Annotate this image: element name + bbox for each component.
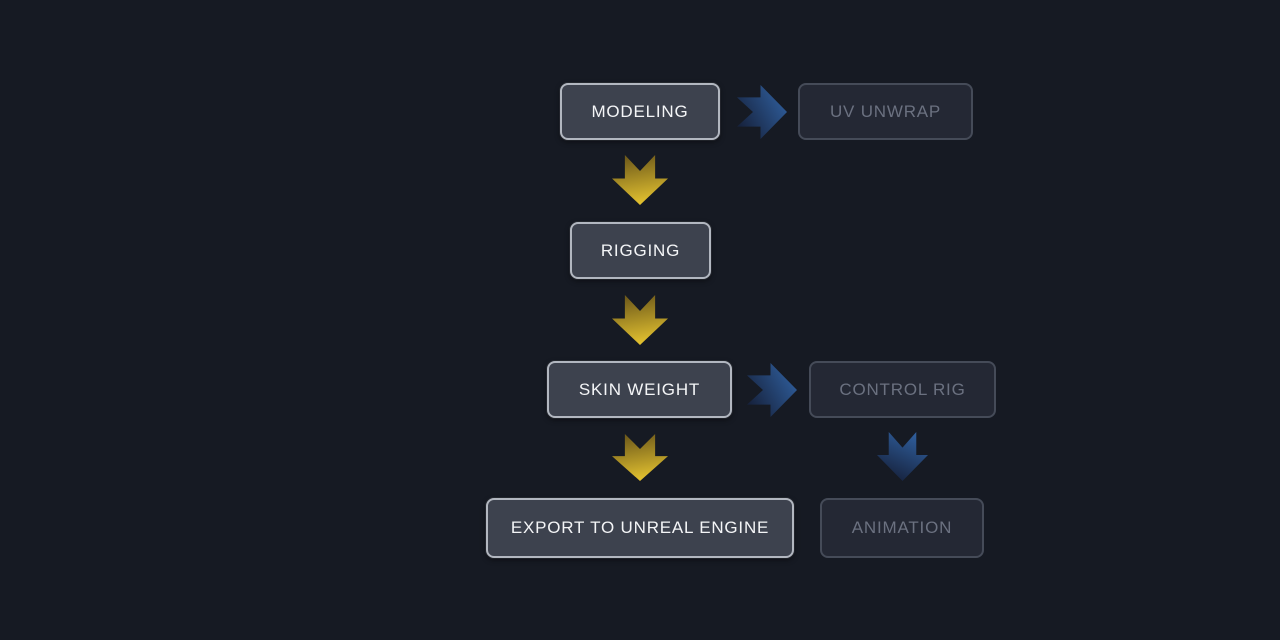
arrow-down-blue-control-rig-to-animation-icon bbox=[877, 432, 928, 481]
node-control-rig: CONTROL RIG bbox=[809, 361, 996, 418]
node-rigging: RIGGING bbox=[570, 222, 711, 279]
arrow-down-gold-modeling-to-rigging-icon bbox=[612, 155, 668, 205]
node-skin-weight-label: SKIN WEIGHT bbox=[578, 379, 701, 399]
node-modeling-label: MODELING bbox=[591, 101, 689, 121]
node-rigging-label: RIGGING bbox=[600, 240, 681, 260]
arrow-down-gold-skin-weight-to-export-icon bbox=[612, 434, 668, 481]
node-animation: ANIMATION bbox=[820, 498, 984, 558]
node-skin-weight: SKIN WEIGHT bbox=[547, 361, 732, 418]
node-uv-unwrap-label: UV UNWRAP bbox=[829, 101, 942, 121]
arrow-right-blue-skin-weight-to-control-rig-icon bbox=[747, 363, 797, 417]
node-control-rig-label: CONTROL RIG bbox=[839, 379, 966, 399]
arrow-down-gold-rigging-to-skin-weight-icon bbox=[612, 295, 668, 345]
node-export-to-unreal-engine: EXPORT TO UNREAL ENGINE bbox=[486, 498, 794, 558]
node-uv-unwrap: UV UNWRAP bbox=[798, 83, 973, 140]
node-modeling: MODELING bbox=[560, 83, 720, 140]
node-animation-label: ANIMATION bbox=[851, 518, 953, 537]
node-export-to-unreal-engine-label: EXPORT TO UNREAL ENGINE bbox=[510, 518, 770, 537]
arrow-right-blue-modeling-to-uv-unwrap-icon bbox=[737, 85, 787, 139]
